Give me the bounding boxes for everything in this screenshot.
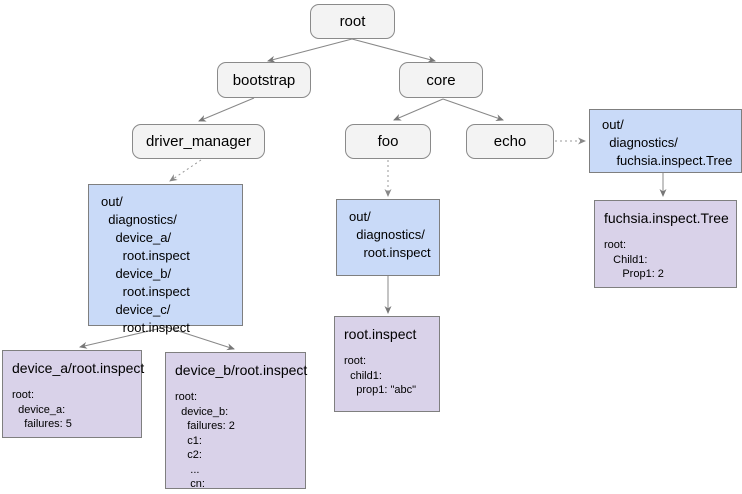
filebox-driver-manager-out: out/ diagnostics/ device_a/ root.inspect… [88, 184, 243, 335]
edge-bootstrap-driver-manager [198, 97, 255, 122]
filebox-foo-out-text: out/ diagnostics/ root.inspect [349, 209, 431, 260]
edge-root-core [351, 38, 436, 63]
contentbox-foo-inspect: root.inspect root: child1: prop1: "abc" [334, 316, 440, 412]
node-foo: foo [345, 124, 431, 159]
edge-root-bootstrap [267, 38, 353, 63]
node-driver-manager: driver_manager [132, 124, 265, 159]
contentbox-echo-tree-title: fuchsia.inspect.Tree [604, 210, 729, 226]
node-echo-label: echo [493, 133, 527, 150]
filebox-echo-out: out/ diagnostics/ fuchsia.inspect.Tree [589, 109, 742, 173]
edge-core-foo [393, 98, 444, 121]
contentbox-device-a-title: device_a/root.inspect [12, 360, 145, 376]
filebox-driver-manager-out-text: out/ diagnostics/ device_a/ root.inspect… [101, 194, 190, 335]
contentbox-foo-inspect-body: root: child1: prop1: "abc" [344, 355, 417, 397]
node-bootstrap: bootstrap [217, 62, 311, 98]
filebox-foo-out: out/ diagnostics/ root.inspect [336, 199, 440, 276]
contentbox-device-b-body: root: device_b: failures: 2 c1: c2: ... … [175, 391, 235, 491]
filebox-echo-out-text: out/ diagnostics/ fuchsia.inspect.Tree [602, 117, 733, 168]
contentbox-device-b-title: device_b/root.inspect [175, 362, 308, 378]
node-echo: echo [466, 124, 554, 159]
contentbox-device-a: device_a/root.inspect root: device_a: fa… [2, 350, 145, 438]
contentbox-device-b: device_b/root.inspect root: device_b: fa… [165, 352, 308, 490]
node-core-label: core [426, 71, 456, 89]
contentbox-device-a-body: root: device_a: failures: 5 [12, 389, 72, 431]
node-root: root [310, 4, 395, 39]
node-root-label: root [339, 13, 366, 30]
node-bootstrap-label: bootstrap [232, 71, 296, 89]
edge-core-echo [442, 98, 504, 121]
node-foo-label: foo [377, 133, 399, 150]
edge-driver-manager-outdir [169, 159, 202, 182]
node-core: core [399, 62, 483, 98]
contentbox-echo-tree-body: root: Child1: Prop1: 2 [604, 239, 664, 281]
node-driver-manager-label: driver_manager [145, 133, 252, 150]
contentbox-echo-tree: fuchsia.inspect.Tree root: Child1: Prop1… [594, 200, 737, 288]
contentbox-foo-inspect-title: root.inspect [344, 326, 417, 342]
